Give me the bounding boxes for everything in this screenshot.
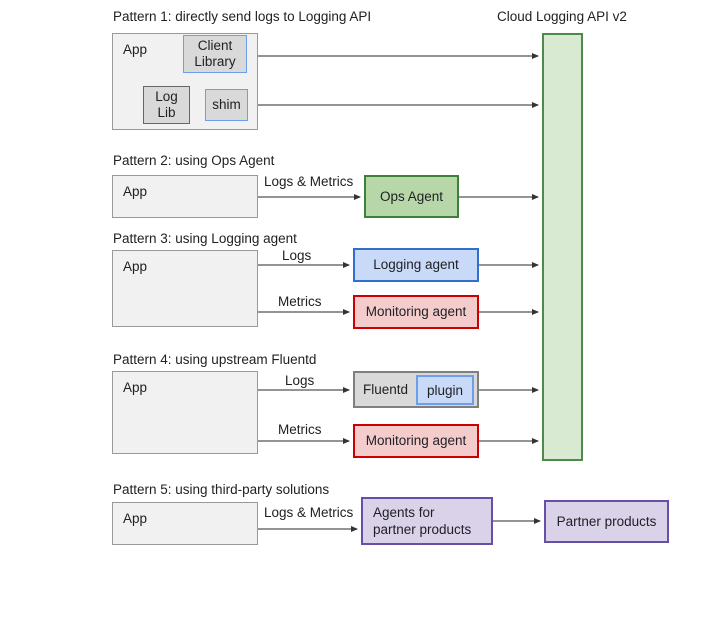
pattern-3-edge-label-metrics: Metrics xyxy=(276,294,324,309)
agents-for-partner-products-box: Agents for partner products xyxy=(361,497,493,545)
pattern-2-title: Pattern 2: using Ops Agent xyxy=(113,153,275,168)
pattern-5-edge-label-logs-metrics: Logs & Metrics xyxy=(262,505,356,520)
pattern-3-app-label: App xyxy=(123,259,148,274)
pattern-4-app-label: App xyxy=(123,380,148,395)
cloud-logging-api-bar xyxy=(542,33,583,461)
client-library-box: Client Library xyxy=(183,35,247,73)
cloud-logging-api-title: Cloud Logging API v2 xyxy=(497,9,627,24)
logging-agent-box: Logging agent xyxy=(353,248,479,282)
pattern-5-app-label: App xyxy=(123,511,148,526)
log-lib-box: Log Lib xyxy=(143,86,190,124)
monitoring-agent-box-p3: Monitoring agent xyxy=(353,295,479,329)
pattern-2-app-label: App xyxy=(123,184,148,199)
pattern-4-edge-label-logs: Logs xyxy=(283,373,317,388)
partner-products-box: Partner products xyxy=(544,500,669,543)
pattern-2-app-box: App xyxy=(112,175,258,218)
pattern-3-title: Pattern 3: using Logging agent xyxy=(113,231,297,246)
pattern-1-app-label: App xyxy=(123,42,148,57)
pattern-3-edge-label-logs: Logs xyxy=(280,248,314,263)
pattern-2-edge-label-logs-metrics: Logs & Metrics xyxy=(262,174,356,189)
pattern-4-edge-label-metrics: Metrics xyxy=(276,422,324,437)
shim-box: shim xyxy=(205,89,248,121)
pattern-4-title: Pattern 4: using upstream Fluentd xyxy=(113,352,317,367)
ops-agent-box: Ops Agent xyxy=(364,175,459,218)
pattern-3-app-box: App xyxy=(112,250,258,327)
pattern-4-app-box: App xyxy=(112,371,258,454)
monitoring-agent-box-p4: Monitoring agent xyxy=(353,424,479,458)
plugin-box: plugin xyxy=(416,375,474,405)
fluentd-label: Fluentd xyxy=(363,381,409,397)
pattern-5-app-box: App xyxy=(112,502,258,545)
pattern-1-title: Pattern 1: directly send logs to Logging… xyxy=(113,9,372,24)
pattern-5-title: Pattern 5: using third-party solutions xyxy=(113,482,330,497)
